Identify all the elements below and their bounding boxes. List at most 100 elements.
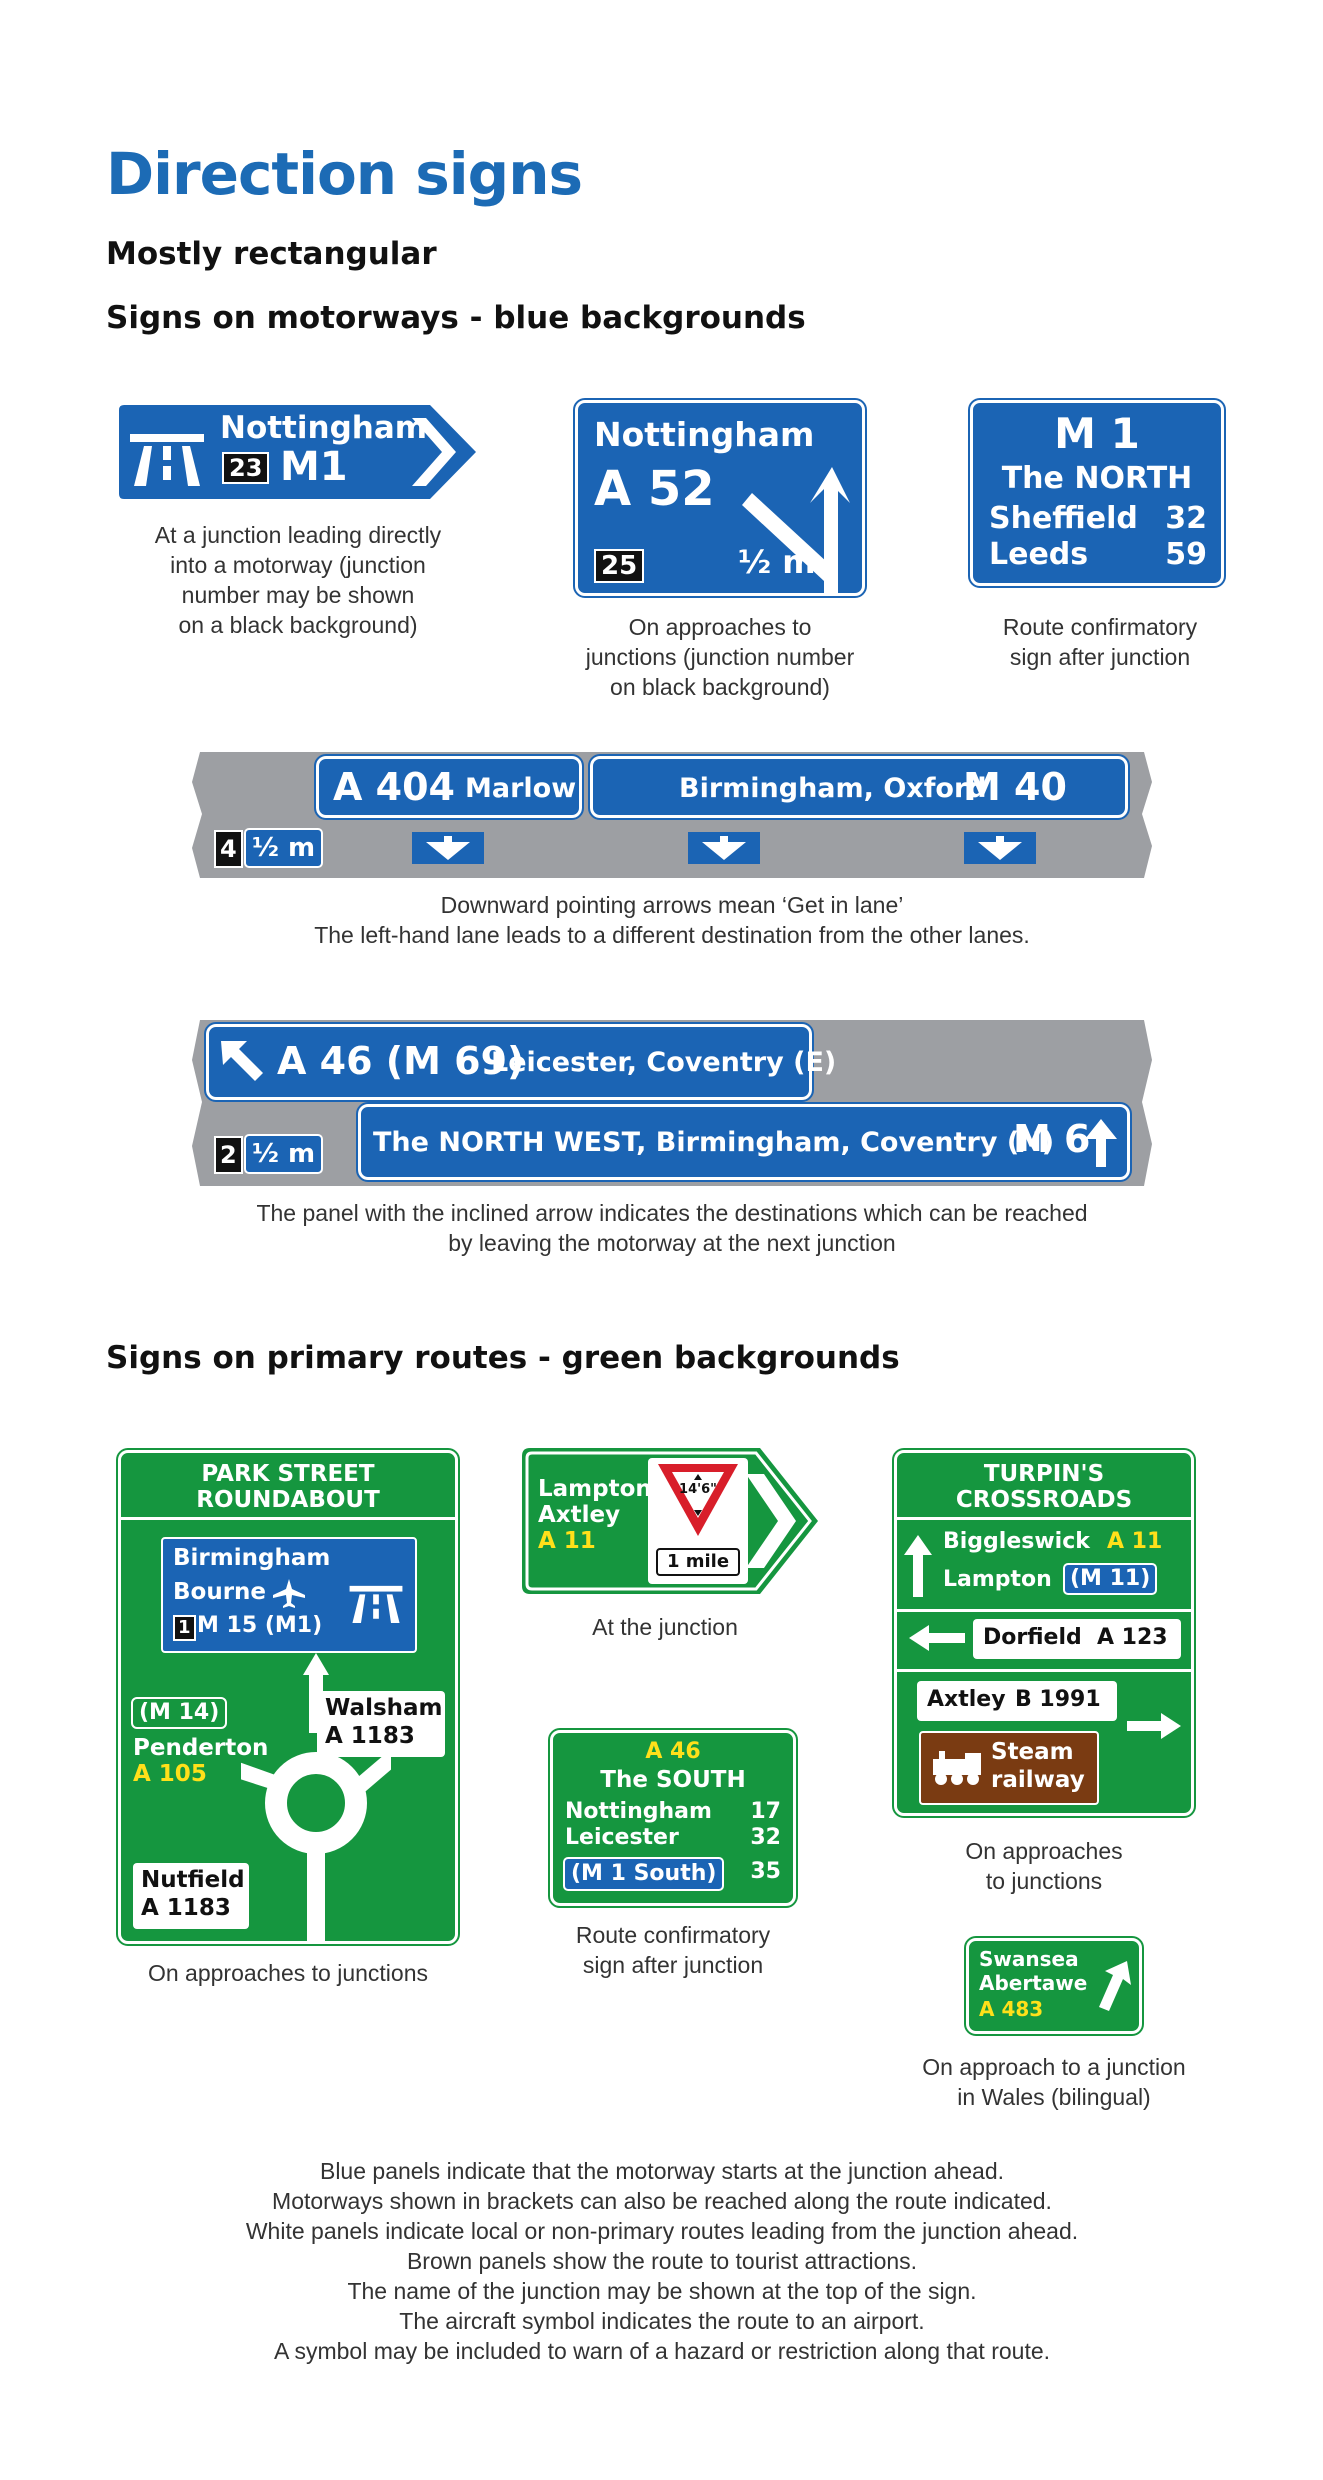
- note: The name of the junction may be shown at…: [347, 2278, 977, 2304]
- distance-plate: 4 ½ m: [214, 828, 324, 870]
- road-number: A 404: [333, 765, 455, 809]
- chevron-arrow-icon: [412, 418, 456, 486]
- destination: Penderton: [133, 1735, 269, 1761]
- motorway-sign-m1-north: M 1 The NORTH Sheffield 32 Leeds 59: [968, 398, 1226, 588]
- destination: Swansea: [979, 1947, 1079, 1971]
- note: White panels indicate local or non-prima…: [245, 2218, 1079, 2244]
- destination: Birmingham, Oxford: [679, 773, 987, 804]
- note: Brown panels show the route to tourist a…: [406, 2248, 918, 2274]
- sign-chevron-shape: [113, 400, 484, 504]
- place: Nottingham: [565, 1799, 712, 1824]
- explanatory-notes: Blue panels indicate that the motorway s…: [160, 2156, 1164, 2366]
- ahead-panel-m6: The NORTH WEST, Birmingham, Coventry (N)…: [356, 1102, 1132, 1182]
- region: The NORTH: [1001, 461, 1193, 496]
- motorway-sign-nottingham-a52: Nottingham A 52 25 ½ m: [573, 398, 867, 598]
- road-number: A 105: [133, 1761, 207, 1787]
- road-number: A 46 (M 69): [277, 1039, 525, 1083]
- page-title: Direction signs: [106, 140, 583, 208]
- steam-train-icon: [933, 1751, 981, 1785]
- motorway-heading: Signs on motorways - blue backgrounds: [106, 300, 806, 336]
- primary-sign-lampton: Lampton Axtley A 11 14'6" 1 mile: [520, 1446, 822, 1596]
- road-number: A 11: [1107, 1529, 1163, 1554]
- primary-heading: Signs on primary routes - green backgrou…: [106, 1340, 900, 1376]
- sign-destination: Nottingham: [220, 410, 428, 446]
- divider: [897, 1517, 1191, 1520]
- tourist-dest: Steam: [991, 1739, 1074, 1765]
- motorway-symbol-icon: [130, 434, 204, 486]
- destination: Leicester, Coventry (E): [491, 1047, 837, 1078]
- road-number: M 6: [1013, 1117, 1091, 1161]
- bracketed-motorway: (M 14): [131, 1697, 228, 1729]
- miles-leeds: 59: [1165, 537, 1207, 572]
- note: Motorways shown in brackets can also be …: [272, 2188, 1052, 2214]
- miles: 32: [750, 1825, 781, 1850]
- junction-diagram-arrow-icon: [742, 467, 850, 593]
- road-number: A 483: [979, 1997, 1044, 2021]
- distance: ½ m: [244, 828, 324, 868]
- height-limit: 14'6": [679, 1482, 717, 1497]
- distance-plate: 2 ½ m: [214, 1134, 324, 1176]
- junction-number: 4: [214, 830, 243, 868]
- primary-sign-a46-south: A 46 The SOUTH Nottingham 17 Leicester 3…: [548, 1728, 798, 1908]
- destination-welsh: Abertawe: [979, 1971, 1088, 1995]
- local-route-panel: Nutfield A 1183: [133, 1863, 249, 1929]
- lane-panel-a404: A 404 Marlow: [314, 754, 584, 820]
- miles: 17: [750, 1799, 781, 1824]
- road-number: A 46: [645, 1739, 701, 1764]
- caption-gantry2: The panel with the inclined arrow indica…: [256, 1200, 1088, 1256]
- sign-destination: Nottingham: [594, 415, 815, 454]
- tourist-panel: Steam railway: [919, 1731, 1099, 1805]
- note: Blue panels indicate that the motorway s…: [319, 2158, 1005, 2184]
- destination: Birmingham: [173, 1545, 331, 1571]
- height-restriction-icon: [658, 1464, 738, 1536]
- junction-number: 23: [222, 452, 270, 484]
- road-number: M 1: [1054, 409, 1140, 458]
- note: A symbol may be included to warn of a ha…: [273, 2338, 1051, 2364]
- miles-sheffield: 32: [1165, 501, 1207, 536]
- destination: Bourne: [173, 1579, 267, 1605]
- aircraft-icon: [273, 1579, 305, 1608]
- ahead-arrow-icon: [1085, 1119, 1117, 1167]
- bracketed-motorway: (M 1 South): [563, 1857, 725, 1891]
- distance: 1 mile: [656, 1548, 740, 1576]
- destination: Lampton: [538, 1476, 652, 1502]
- distance: ½ m: [738, 543, 816, 581]
- tourist-dest: railway: [991, 1767, 1085, 1793]
- lane-arrow-icon: [688, 832, 760, 864]
- destination: Axtley: [538, 1502, 621, 1528]
- destination: The NORTH WEST, Birmingham, Coventry (N): [373, 1127, 1055, 1158]
- road-number: M 15 (M1): [197, 1613, 323, 1638]
- junction-number: 1: [173, 1615, 196, 1641]
- motorway-symbol-icon: [349, 1585, 403, 1623]
- local-route-panel: Axtley B 1991: [917, 1681, 1117, 1721]
- caption-lampton: At the junction: [592, 1614, 738, 1640]
- lane-arrow-icon: [964, 832, 1036, 864]
- road-number: A 52: [594, 461, 715, 517]
- caption-gantry1: Downward pointing arrows mean ‘Get in la…: [314, 892, 1030, 948]
- place-leeds: Leeds: [989, 537, 1089, 572]
- inclined-arrow-icon: [1099, 1961, 1131, 2011]
- local-route-panel: Walsham A 1183: [317, 1691, 445, 1757]
- local-route-panel: Dorfield A 123: [973, 1619, 1181, 1659]
- caption-roundabout: On approaches to junctions: [147, 1960, 428, 1986]
- region: The SOUTH: [600, 1767, 746, 1793]
- divider: [897, 1609, 1191, 1612]
- divider: [121, 1517, 455, 1520]
- page-subtitle: Mostly rectangular: [106, 236, 437, 272]
- junction-number: 2: [214, 1136, 243, 1174]
- note: The aircraft symbol indicates the route …: [399, 2308, 925, 2334]
- road-number: M 40: [963, 765, 1067, 809]
- primary-sign-wales: Swansea Abertawe A 483: [964, 1936, 1144, 2036]
- junction-number: 25: [594, 549, 645, 583]
- inclined-arrow-icon: [221, 1041, 263, 1081]
- left-arrow-icon: [909, 1625, 965, 1651]
- miles: 35: [750, 1859, 781, 1884]
